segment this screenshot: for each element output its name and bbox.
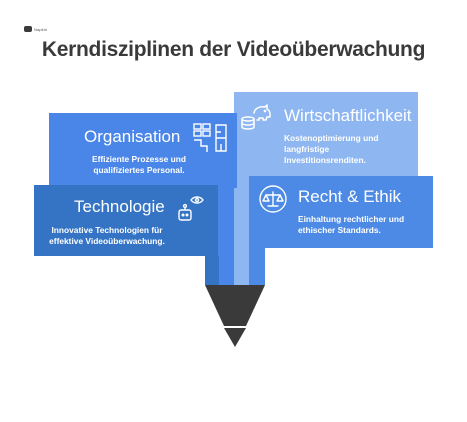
stem-technologie	[205, 256, 219, 285]
logo-mark-icon	[24, 26, 32, 32]
stem-wirtschaftlichkeit	[234, 176, 249, 285]
floor-plan-icon	[193, 123, 227, 152]
card-title-organisation: Organisation	[84, 127, 181, 146]
card-recht-ethik: Recht & Ethik Einhaltung rechtlicher und…	[249, 176, 433, 248]
card-text-wirtschaftlichkeit: Kostenoptimierung und langfristige Inves…	[284, 133, 379, 165]
page-title: Kerndisziplinen der Videoüberwachung	[41, 38, 426, 61]
piggy-bank-coins-icon	[241, 104, 271, 130]
card-title-recht: Recht & Ethik	[298, 187, 401, 206]
card-wirtschaftlichkeit: Wirtschaftlichkeit Kostenoptimierung und…	[234, 92, 418, 176]
robot-eye-icon	[178, 196, 204, 221]
card-technologie: Technologie Innovative Technologien für …	[34, 185, 218, 256]
card-title-technologie: Technologie	[74, 197, 165, 216]
card-organisation: Organisation Effiziente Prozesse und qua…	[49, 113, 237, 188]
scales-icon	[259, 185, 287, 213]
card-text-recht: Einhaltung rechtlicher und ethischer Sta…	[298, 214, 405, 235]
stem-organisation	[218, 188, 237, 285]
funnel-tip-lower	[224, 328, 246, 347]
logo-text: Napkin	[34, 26, 48, 32]
logo: Napkin	[24, 26, 47, 32]
stem-recht	[249, 248, 265, 285]
card-text-technologie: Innovative Technologien für effektive Vi…	[49, 225, 165, 246]
card-text-organisation: Effiziente Prozesse und qualifiziertes P…	[91, 154, 186, 175]
funnel-tip-upper	[205, 285, 265, 326]
card-title-wirtschaftlichkeit: Wirtschaftlichkeit	[284, 106, 412, 125]
